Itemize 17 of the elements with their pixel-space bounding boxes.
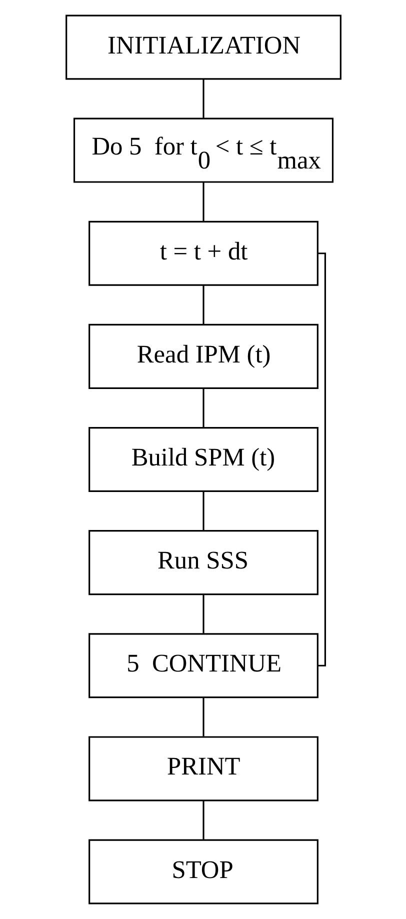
connector bbox=[202, 388, 204, 428]
connector bbox=[202, 698, 204, 736]
node-box: Read IPM (t) bbox=[88, 324, 318, 389]
node-box: INITIALIZATION bbox=[65, 14, 341, 80]
connector bbox=[202, 182, 204, 221]
node-box: PRINT bbox=[88, 736, 318, 802]
connector bbox=[202, 594, 204, 634]
node-box: t = t + dt bbox=[88, 220, 318, 286]
connector bbox=[202, 285, 204, 324]
node-box: 5 CONTINUE bbox=[88, 633, 318, 698]
connector bbox=[202, 800, 204, 840]
node-box: STOP bbox=[88, 839, 318, 904]
connector bbox=[202, 79, 204, 118]
connector bbox=[202, 492, 204, 530]
connector bbox=[317, 252, 326, 666]
node-box: Build SPM (t) bbox=[88, 427, 318, 492]
node-box: Run SSS bbox=[88, 530, 318, 596]
